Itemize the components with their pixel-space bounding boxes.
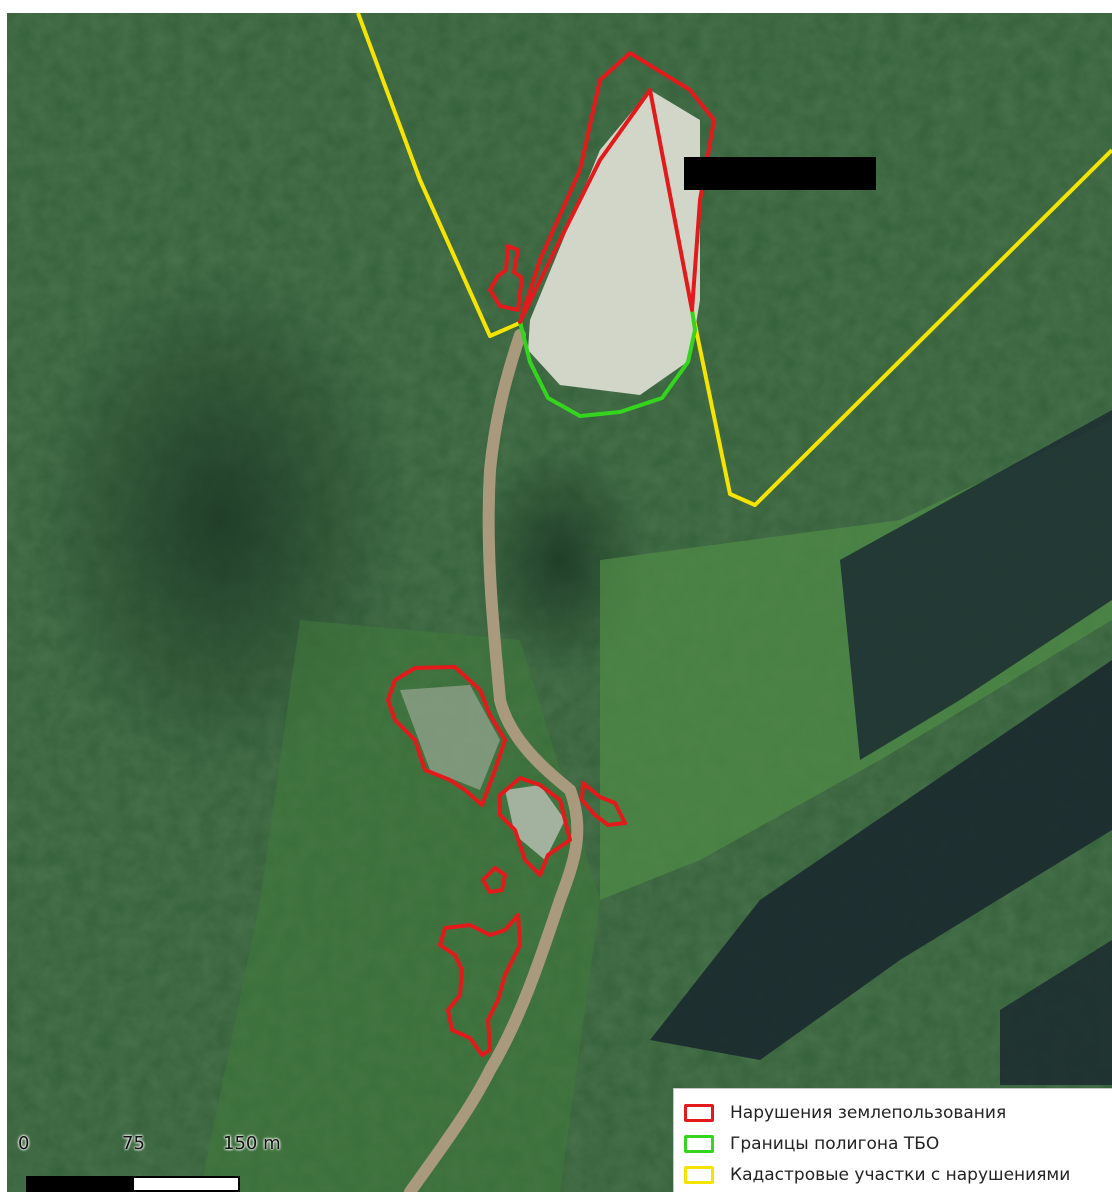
wetland-area bbox=[650, 660, 1112, 1060]
scale-segment-light bbox=[132, 1176, 240, 1192]
scale-segment-dark bbox=[26, 1176, 134, 1192]
map-canvas bbox=[7, 13, 1112, 1192]
dump-area bbox=[505, 785, 565, 860]
violation-polygon bbox=[438, 913, 522, 1057]
violation-polygon bbox=[498, 776, 572, 877]
legend-item-violations: Нарушения землепользования bbox=[684, 1097, 1112, 1128]
violation-polygon bbox=[518, 51, 716, 324]
landfill-boundary bbox=[518, 309, 697, 418]
legend-item-landfill-boundary: Границы полигона ТБО bbox=[684, 1128, 1112, 1159]
legend-label: Нарушения землепользования bbox=[730, 1102, 1007, 1123]
violation-polygon bbox=[386, 665, 507, 807]
legend-swatch-yellow bbox=[684, 1165, 714, 1184]
cadastral-parcel-boundary bbox=[356, 13, 1112, 507]
landfill-dump-area bbox=[528, 90, 700, 395]
scale-label-75: 75 bbox=[122, 1133, 145, 1154]
scale-bar: 0 75 150 m bbox=[0, 1133, 290, 1192]
legend-label: Границы полигона ТБО bbox=[730, 1133, 940, 1154]
legend-item-cadastral-parcels: Кадастровые участки с нарушениями bbox=[684, 1159, 1112, 1190]
legend-label: Кадастровые участки с нарушениями bbox=[730, 1164, 1071, 1185]
satellite-map[interactable] bbox=[7, 13, 1112, 1192]
legend-swatch-red bbox=[684, 1103, 714, 1122]
dirt-road bbox=[404, 329, 584, 1192]
scale-label-150m: 150 m bbox=[223, 1133, 281, 1154]
violation-polygon bbox=[481, 866, 507, 894]
map-legend: Нарушения землепользования Границы полиг… bbox=[673, 1088, 1112, 1192]
wetland-area bbox=[1000, 940, 1112, 1085]
scale-label-0: 0 bbox=[18, 1133, 30, 1154]
violation-polygon bbox=[580, 781, 627, 827]
wetland-area bbox=[840, 410, 1112, 760]
legend-swatch-green bbox=[684, 1134, 714, 1153]
violation-polygon bbox=[488, 244, 524, 312]
dump-area bbox=[400, 685, 500, 790]
redaction-box bbox=[684, 157, 876, 190]
